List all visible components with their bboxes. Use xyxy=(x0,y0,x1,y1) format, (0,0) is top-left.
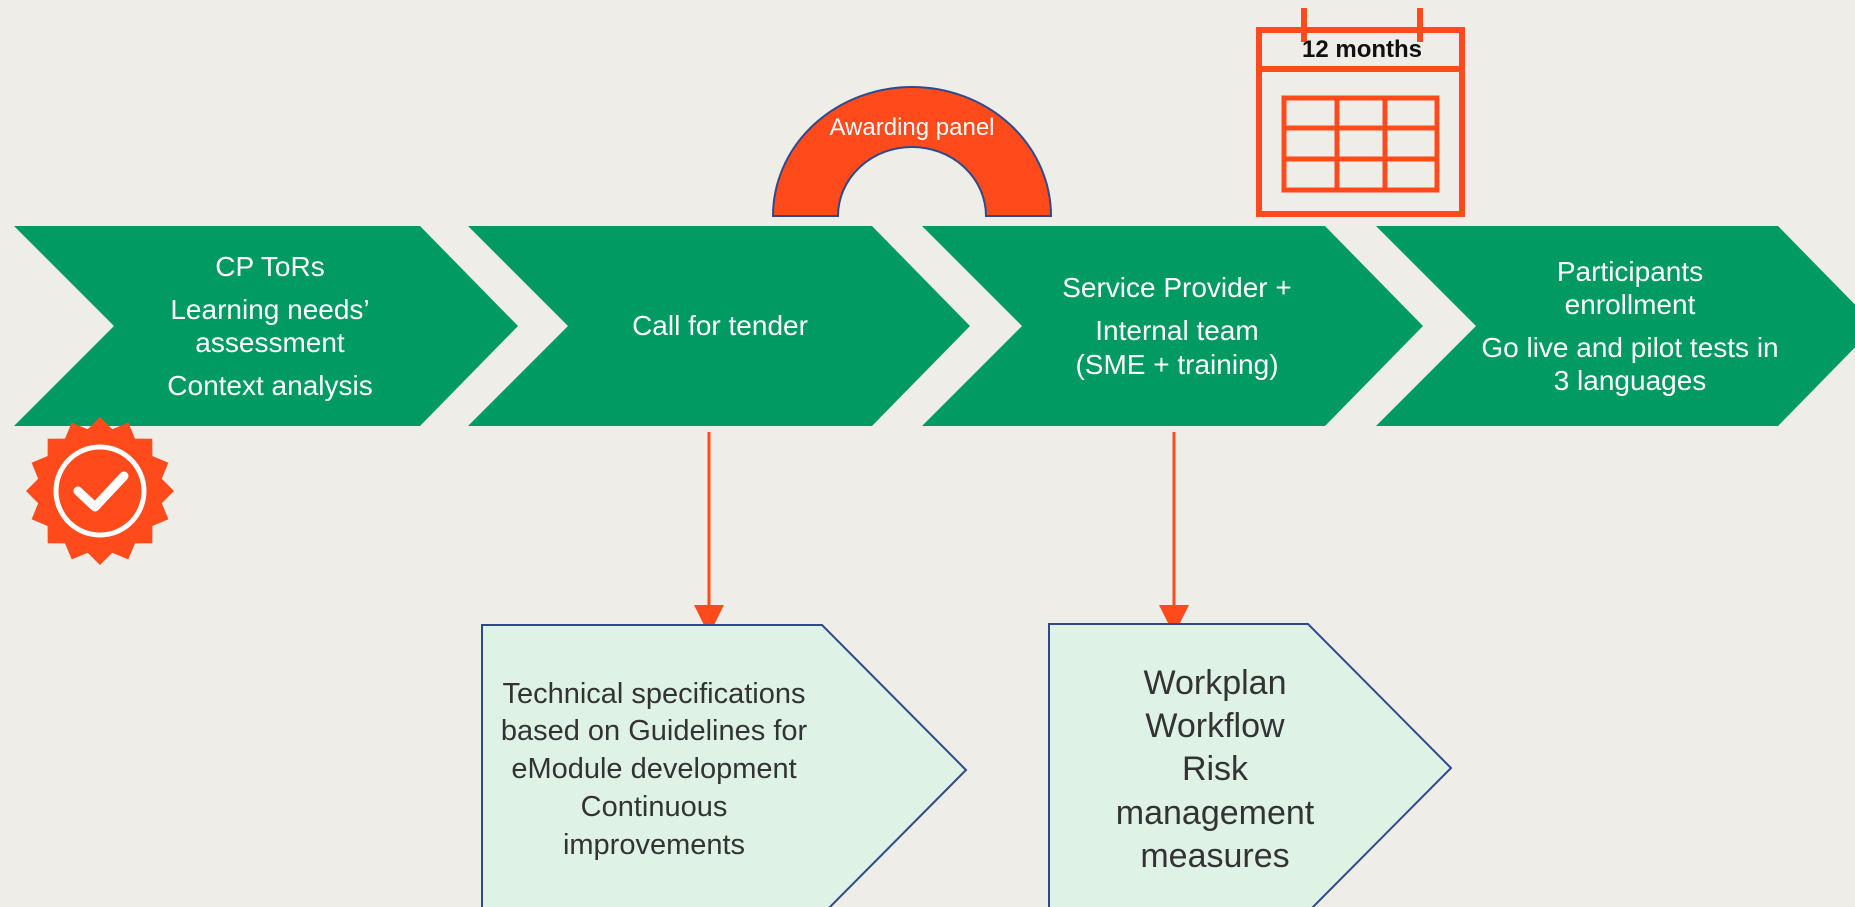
step-3-line: Internal team (SME + training) xyxy=(1075,315,1279,380)
chevron-step-2 xyxy=(468,226,970,426)
callout-spec-line: Continuous xyxy=(580,790,728,823)
chevron-step-3 xyxy=(922,226,1423,426)
callout-work-line: measures xyxy=(1140,836,1290,875)
step-1-text: CP ToRs Learning needs’ assessment Conte… xyxy=(120,226,420,426)
callout-spec-line: Technical specifications xyxy=(502,677,806,710)
callout-spec-line: improvements xyxy=(562,828,746,861)
step-4-line: Participants enrollment xyxy=(1556,255,1704,320)
awarding-panel-label: Awarding panel xyxy=(829,114,995,141)
step-3-line: Service Provider + xyxy=(1062,272,1292,304)
awarding-panel-arch xyxy=(771,86,1053,217)
step-1-line: Context analysis xyxy=(167,370,373,402)
step-3-text: Service Provider + Internal team (SME + … xyxy=(1022,226,1332,426)
chevron-step-1 xyxy=(14,226,518,426)
callout-spec-line: based on Guidelines for xyxy=(500,715,808,748)
callout-spec-line: eModule development xyxy=(511,753,797,786)
callout-work-line: management xyxy=(1115,793,1315,832)
step-2-line: Call for tender xyxy=(632,310,808,342)
step-4-text: Participants enrollment Go live and pilo… xyxy=(1480,226,1780,426)
chevron-step-4 xyxy=(1376,226,1855,426)
step-1-line: Learning needs’ assessment xyxy=(170,293,370,358)
callout-work-line: Risk xyxy=(1181,750,1249,789)
callout-work-line: Workflow xyxy=(1145,707,1285,746)
step-2-text: Call for tender xyxy=(570,226,870,426)
step-1-line: CP ToRs xyxy=(215,250,325,282)
callout-spec-text: Technical specifications based on Guidel… xyxy=(482,655,826,885)
callout-work-text: Workplan Workflow Risk management measur… xyxy=(1080,640,1350,900)
callout-work-line: Workplan xyxy=(1143,664,1287,703)
calendar-icon xyxy=(1256,8,1465,217)
callout-work-shape xyxy=(1048,623,1453,907)
verified-badge-icon xyxy=(26,417,174,565)
callout-spec-shape xyxy=(481,624,968,907)
duration-label: 12 months xyxy=(1301,36,1423,63)
step-4-line: Go live and pilot tests in 3 languages xyxy=(1481,332,1779,397)
